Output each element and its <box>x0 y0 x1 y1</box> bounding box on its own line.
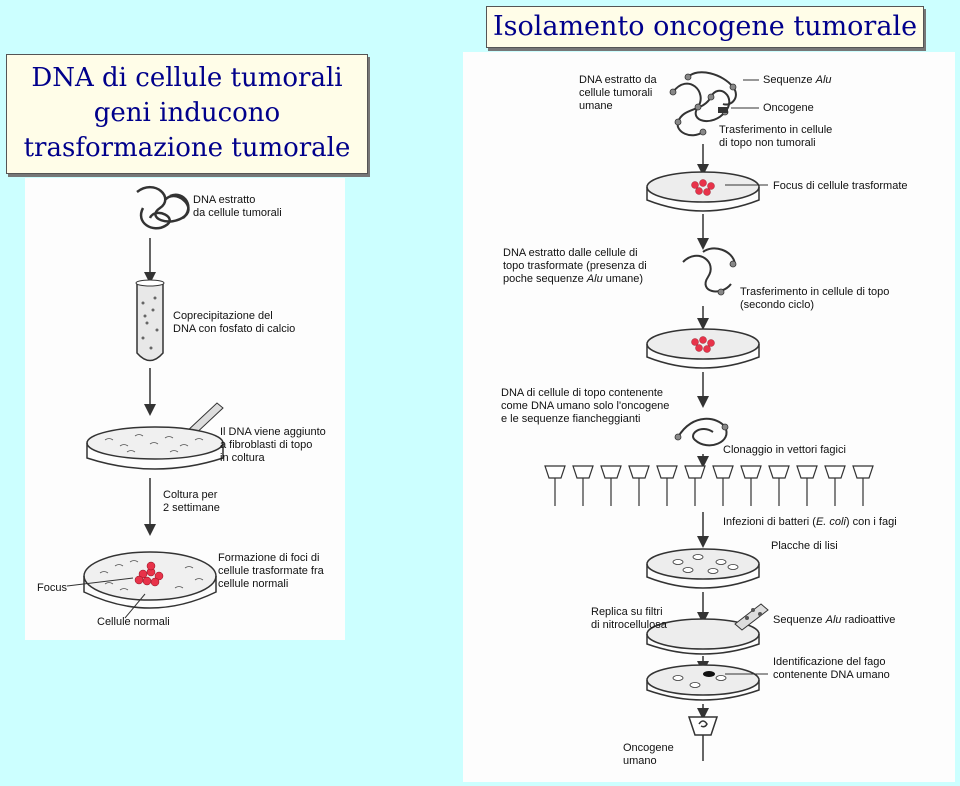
transformed-focus-label: Focus di cellule trasformate <box>773 180 908 192</box>
culture-dish-1 <box>86 426 224 470</box>
dna-added-label: Il DNA viene aggiunto a fibroblasti di t… <box>220 426 326 464</box>
normal-cells-label: Cellule normali <box>97 616 170 628</box>
transformed-focus <box>134 561 164 587</box>
nitrocellulose-filter <box>646 618 760 655</box>
transfer-label: Trasferimento in cellule di topo non tum… <box>719 124 833 149</box>
mouse-dna-label: DNA estratto dalle cellule di topo trasf… <box>503 247 647 285</box>
second-transfer-label: Trasferimento in cellule di topo (second… <box>740 286 890 311</box>
left-diagram-panel: DNA estratto da cellule tumorali Copreci… <box>25 178 345 640</box>
oncogene-loop-icon <box>677 417 728 447</box>
main-title-box: Isolamento oncogene tumorale <box>486 6 924 48</box>
culture-dish-b <box>646 328 760 369</box>
cloning-label: Clonaggio in vettori fagici <box>723 444 846 456</box>
oncogene-phage-icon <box>687 716 719 761</box>
replica-label: Replica su filtri di nitrocellulosa <box>591 606 667 631</box>
dna-tangle-icon <box>136 185 190 230</box>
dna-extracted-label: DNA estratto da cellule tumorali <box>193 194 282 219</box>
radioactive-alu-label: Sequenze Alu radioattive <box>773 614 896 626</box>
left-title-box: DNA di cellule tumorali geni inducono tr… <box>6 54 368 174</box>
culture-dish-2 <box>66 551 217 619</box>
mouse-dna-tangle-icon <box>682 247 736 293</box>
left-title-line-1: DNA di cellule tumorali <box>31 63 343 93</box>
main-title: Isolamento oncogene tumorale <box>492 11 918 42</box>
test-tube-icon <box>135 279 165 362</box>
mouse-dna-human-label: DNA di cellule di topo contenente come D… <box>501 387 670 425</box>
human-dna-label: DNA estratto da cellule tumorali umane <box>579 74 657 112</box>
coprecipitation-label: Coprecipitazione del DNA con fosfato di … <box>173 310 296 335</box>
radioactive-alu-tube <box>734 603 769 631</box>
right-diagram-graphic <box>544 71 874 761</box>
identification-label: Identificazione del fago contenente DNA … <box>773 656 890 681</box>
culture-dish-a <box>646 171 768 212</box>
phage-vectors <box>544 465 874 506</box>
foci-formation-label: Formazione di foci di cellule trasformat… <box>218 552 324 590</box>
culture-label: Coltura per 2 settimane <box>163 489 220 514</box>
left-diagram-graphic <box>66 185 224 619</box>
plaques-label: Placche di lisi <box>771 540 838 552</box>
left-title-line-3: trasformazione tumorale <box>23 133 351 163</box>
plaque-dish <box>646 548 760 589</box>
oncogene-marker <box>718 107 728 113</box>
human-oncogene-label: Oncogene umano <box>623 742 674 767</box>
left-title-line-2: geni inducono <box>93 98 281 128</box>
right-diagram-panel: DNA estratto da cellule tumorali umane S… <box>463 52 955 782</box>
alu-sequences-label: Sequenze Alu <box>763 74 832 86</box>
oncogene-legend-label: Oncogene <box>763 102 814 114</box>
focus-label: Focus <box>37 582 67 594</box>
infection-label: Infezioni di batteri (E. coli) con i fag… <box>723 516 897 528</box>
identification-filter <box>646 664 768 701</box>
